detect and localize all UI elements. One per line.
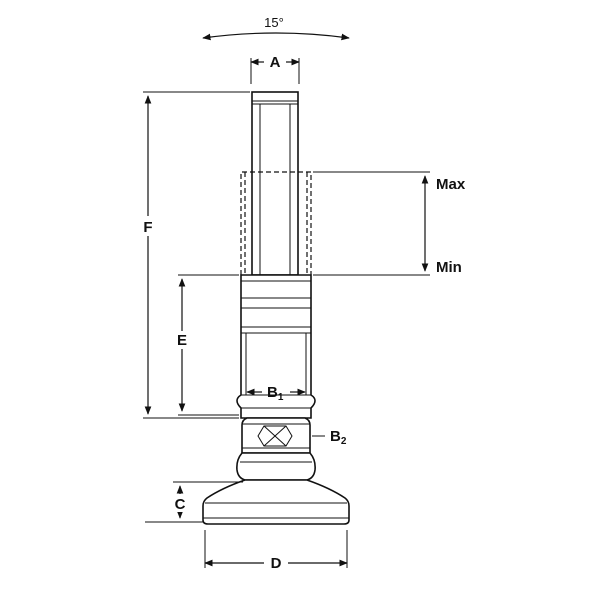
sleeve-body <box>236 274 316 419</box>
dimension-d: D <box>204 530 348 572</box>
dimension-max-min: Max Min <box>313 171 466 276</box>
threaded-stud <box>251 91 299 276</box>
label-f: F <box>143 219 152 236</box>
label-e: E <box>177 332 187 349</box>
dimension-b2: B2 <box>312 428 347 447</box>
hex-nut <box>241 417 311 454</box>
label-min: Min <box>436 259 462 276</box>
dimension-a: A <box>250 54 300 84</box>
dimension-c: C <box>145 481 243 523</box>
swivel-angle-indicator: 15° <box>202 15 350 41</box>
label-b1: B1 <box>267 384 284 403</box>
label-c: C <box>175 496 186 513</box>
hidden-sleeve-outline <box>240 171 312 275</box>
ball-joint-collar <box>236 452 316 481</box>
dimension-b1: B1 <box>246 384 306 403</box>
dimension-e: E <box>172 274 239 416</box>
label-b2: B2 <box>330 428 347 447</box>
dimension-f: F <box>139 91 250 419</box>
label-a: A <box>270 54 281 71</box>
label-d: D <box>271 555 282 572</box>
label-max: Max <box>436 176 466 193</box>
base-pad <box>202 479 350 525</box>
angle-label: 15° <box>264 15 284 30</box>
